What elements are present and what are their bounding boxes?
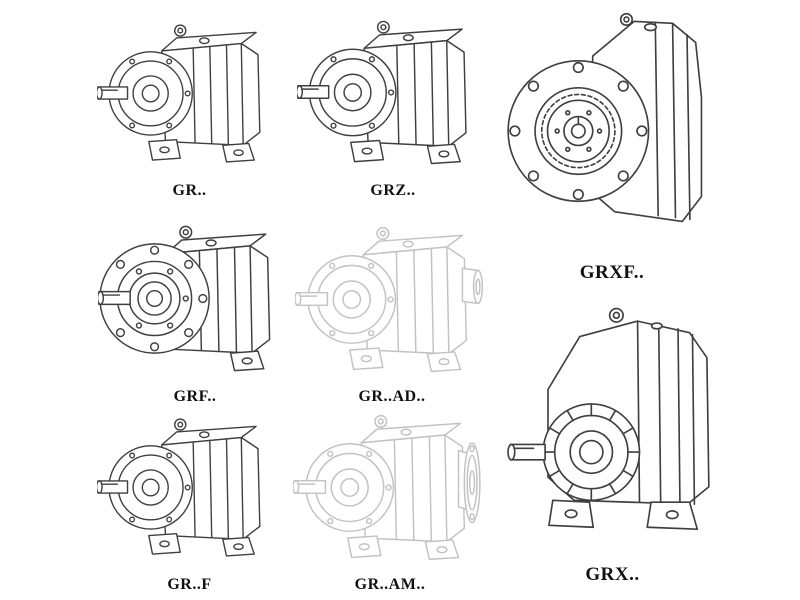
gearbox-drawing-gr xyxy=(97,24,261,163)
gearbox-drawing-gram xyxy=(292,414,481,561)
catalog-cell-grxf: GRXF.. xyxy=(492,6,732,284)
gearbox-label-gram: GR..AM.. xyxy=(354,576,426,593)
catalog-cell-gram: GR..AM.. xyxy=(290,402,490,594)
gearbox-label-grad: GR..AD.. xyxy=(358,388,426,405)
catalog-cell-gr: GR.. xyxy=(92,8,287,200)
catalog-cell-grf: GRF.. xyxy=(95,212,295,406)
gearbox-drawing-grx xyxy=(506,307,710,530)
gearbox-label-grx: GRX.. xyxy=(585,564,640,585)
gearbox-drawing-grad xyxy=(294,226,483,373)
gearbox-drawing-grf xyxy=(97,225,270,372)
gearbox-label-grxf: GRXF.. xyxy=(579,262,645,283)
catalog-cell-grad: GR..AD.. xyxy=(292,214,492,406)
gearbox-drawing-grxf xyxy=(507,12,703,223)
gearbox-drawing-grz xyxy=(297,20,467,165)
gearbox-drawing-grff xyxy=(97,418,261,557)
gearbox-label-gr: GR.. xyxy=(172,182,207,199)
catalog-cell-grff: GR..F xyxy=(92,402,287,594)
gearbox-label-grf: GRF.. xyxy=(173,388,217,405)
catalog-cell-grx: GRX.. xyxy=(490,298,735,586)
gearbox-label-grff: GR..F xyxy=(167,576,212,593)
gearbox-label-grz: GRZ.. xyxy=(370,182,416,199)
catalog-cell-grz: GRZ.. xyxy=(293,6,493,200)
